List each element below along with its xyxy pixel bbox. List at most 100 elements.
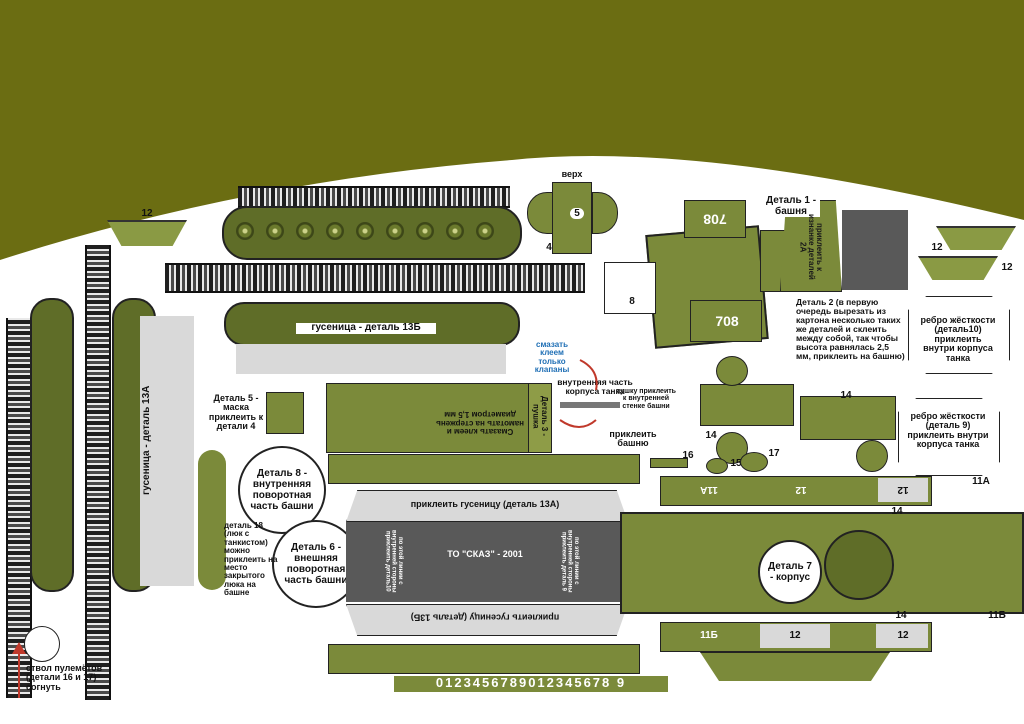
turret-number-top: 708	[703, 211, 727, 228]
part1-inner-label: приклеить к изнанке деталей 2А	[798, 214, 825, 280]
road-wheel-icon	[236, 222, 254, 240]
part-12-left	[107, 220, 187, 246]
turret-panel-s	[690, 300, 762, 342]
hull-11b-label: 11Б	[700, 630, 718, 641]
track-left-2	[85, 245, 111, 700]
hull-body	[620, 512, 1024, 614]
hull-12c-tab	[760, 624, 830, 648]
part-14-top-cap	[716, 356, 748, 386]
top-box-side-left	[527, 192, 553, 234]
part-12-right-label-a: 12	[931, 242, 943, 253]
gun-note-label: Смазать клеем и намотать на стержень диа…	[435, 410, 525, 437]
digit-strip	[394, 676, 668, 692]
top-box-label: верх	[560, 169, 584, 180]
part-12-right-mid	[918, 256, 998, 280]
glue-13b-label: приклеить гусеницу (деталь 13Б)	[410, 612, 560, 623]
track-13b-strip	[236, 344, 506, 374]
hull-bottom-strip	[328, 644, 640, 674]
gun-glue-label: пушку приклеить к внутренней стенке башн…	[616, 388, 676, 410]
part-5-label: 5	[570, 208, 584, 219]
arrow-icon	[559, 359, 620, 428]
part-12-right-top	[936, 226, 1016, 250]
part-8-label: 8	[629, 296, 635, 307]
part-15	[706, 458, 728, 474]
part6-label: Деталь 6 - внешняя поворотная часть башн…	[284, 542, 348, 586]
part7-circle: Деталь 7 - корпус	[758, 540, 822, 604]
part8-label: Деталь 8 - внутренняя поворотная часть б…	[250, 468, 314, 512]
part-14-left	[700, 384, 794, 426]
track-13a-label: гусеница - деталь 13А	[141, 385, 152, 495]
hull-glue-13a	[346, 490, 628, 522]
track-13a-strip	[140, 316, 194, 586]
part18-label: деталь 18 (люк с танкистом) можно прикле…	[224, 521, 278, 598]
part-14-right	[800, 396, 896, 440]
inner-right-label: по этой линии с внутренней стороны прикл…	[560, 529, 579, 593]
road-wheel-icon	[416, 222, 434, 240]
road-wheel-icon	[446, 222, 464, 240]
part-12-left-label: 12	[141, 208, 153, 219]
part-14-right-cap	[856, 440, 888, 472]
part-14-label-a: 14	[840, 390, 852, 401]
rib10-label: ребро жёсткости (деталь10) приклеить вну…	[920, 315, 996, 363]
part-12-right-label-b: 12	[1001, 262, 1013, 273]
inner-left-label: по этой линии с внутренней стороны прикл…	[384, 529, 403, 593]
rib9-label: ребро жёсткости (деталь 9) приклеить вну…	[907, 411, 989, 450]
rib9-box	[898, 398, 1000, 476]
track-top-upper	[238, 186, 510, 208]
hull-top-strip	[328, 454, 640, 484]
hull-12a-label: 12	[795, 484, 807, 495]
inner-hull-label: внутренняя часть корпуса танка	[557, 377, 633, 396]
part7-label: Деталь 7 - корпус	[768, 561, 812, 583]
glue-13a-label: приклеить гусеницу (деталь 13А)	[410, 499, 560, 509]
hull-12d-tab	[876, 624, 928, 648]
road-wheel-icon	[386, 222, 404, 240]
hull-bottom-flap	[700, 652, 890, 681]
mg-barrels-label: ствол пулемётов (детали 16 и 17) согнуть	[26, 663, 103, 692]
hull-11b-right-label: 11Б	[988, 610, 1006, 621]
part-14-label-b: 14	[705, 430, 717, 441]
glue-valves-label: смазать клеем только клапаны	[534, 340, 570, 375]
digit-strip-label: 0123456789012345678 9	[435, 675, 627, 690]
hull-11a-label: 11А	[700, 484, 718, 495]
mg-arrow-icon	[12, 642, 26, 698]
part5-label: Деталь 5 - маска приклеить к детали 4	[208, 393, 264, 432]
hull-12d-label: 12	[897, 630, 909, 641]
gun-part3	[326, 383, 546, 453]
part-16	[650, 458, 688, 468]
road-wheel-icon	[476, 222, 494, 240]
hull-turret-ring	[824, 530, 894, 600]
olive-banner	[0, 0, 1024, 260]
hull-14-label: 14	[891, 506, 903, 517]
road-wheel-icon	[266, 222, 284, 240]
gun-part3-label: Деталь 3 - пушка	[531, 395, 549, 437]
hull-14-bottom-label: 14	[895, 610, 907, 621]
part-17	[740, 452, 768, 472]
road-wheel-icon	[326, 222, 344, 240]
hull-11a-right-label: 11А	[972, 476, 990, 487]
mg-barrel-circle	[24, 626, 60, 662]
part1-label: Деталь 1 - башня	[762, 195, 820, 217]
hull-12b-label: 12	[897, 484, 909, 495]
track-top-lower	[165, 263, 585, 293]
hull-12c-label: 12	[789, 630, 801, 641]
track-left-wheels-1	[30, 298, 74, 592]
hull-12b-tab	[878, 478, 928, 502]
part2-label: Деталь 2 (в первую очередь вырезать из к…	[796, 297, 905, 361]
track-13b-label: гусеница - деталь 13Б	[296, 322, 436, 334]
part-15-label: 15	[730, 458, 742, 469]
tanker-hatch	[198, 450, 226, 590]
turret-number-bottom: 708	[715, 313, 739, 329]
rib10-box	[908, 296, 1010, 374]
part5-mask	[266, 392, 304, 434]
road-wheel-icon	[296, 222, 314, 240]
to-skaz-label: ТО "СКАЗ" - 2001	[447, 549, 523, 559]
turret-panel-n	[684, 200, 746, 238]
turret-grey-panel	[842, 210, 908, 290]
hull-glue-13b	[346, 604, 628, 636]
road-wheel-icon	[356, 222, 374, 240]
part8-circle: Деталь 8 - внутренняя поворотная часть б…	[238, 446, 326, 534]
part-17-label: 17	[768, 448, 780, 459]
glue-turret-label: приклеить башню	[609, 429, 657, 449]
turret-panel-w	[604, 262, 656, 314]
gun-part3-end	[528, 383, 552, 453]
